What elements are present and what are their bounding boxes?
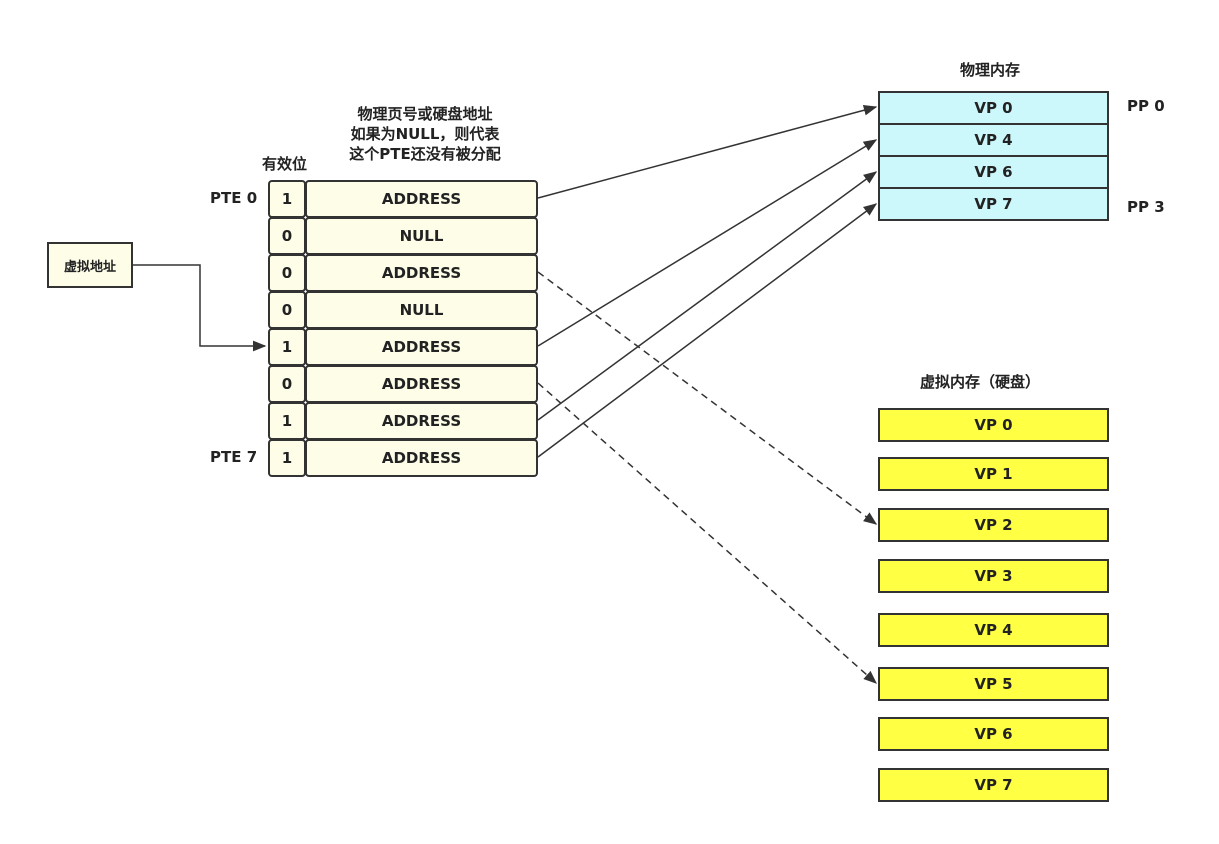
- virtual-address-box: 虚拟地址: [47, 242, 133, 288]
- valid-bit-value: 0: [281, 375, 293, 393]
- pte-valid-bit: 1: [268, 439, 306, 477]
- pte4-to-pp1-arrow: [537, 139, 878, 347]
- pte-entry-value: ADDRESS: [381, 375, 462, 393]
- physical-page: VP 4: [878, 123, 1109, 157]
- pp-label-last: PP 3: [1127, 198, 1165, 216]
- pte-valid-bit: 0: [268, 291, 306, 329]
- pte-entry: ADDRESS: [305, 254, 538, 292]
- pte2-to-disk-vp2-arrow: [537, 271, 878, 525]
- pte-entry: ADDRESS: [305, 439, 538, 477]
- pte-entry-value: NULL: [399, 227, 444, 245]
- valid-bit-value: 0: [281, 227, 293, 245]
- disk-page-label: VP 2: [974, 516, 1013, 534]
- pte-entry-value: ADDRESS: [381, 264, 462, 282]
- physical-page: VP 7: [878, 187, 1109, 221]
- pte-valid-bit: 0: [268, 254, 306, 292]
- pte-entry: NULL: [305, 291, 538, 329]
- pte7-to-pp3-arrow: [537, 203, 878, 458]
- disk-page: VP 6: [878, 717, 1109, 751]
- physical-page-label: VP 0: [974, 99, 1013, 117]
- pte-valid-bit: 0: [268, 217, 306, 255]
- pte-label-last: PTE 7: [210, 448, 258, 466]
- physical-page: VP 0: [878, 91, 1109, 125]
- valid-bit-value: 1: [281, 449, 293, 467]
- disk-page-label: VP 1: [974, 465, 1013, 483]
- valid-bit-header: 有效位: [262, 155, 308, 173]
- pte-valid-bit: 1: [268, 328, 306, 366]
- pte-entry-value: ADDRESS: [381, 412, 462, 430]
- valid-bit-value: 1: [281, 412, 293, 430]
- pte-entry: ADDRESS: [305, 180, 538, 218]
- physical-page: VP 6: [878, 155, 1109, 189]
- disk-page-label: VP 5: [974, 675, 1013, 693]
- pte6-to-pp2-arrow: [537, 171, 878, 421]
- pte-entry-value: ADDRESS: [381, 449, 462, 467]
- virtual-address-label: 虚拟地址: [63, 259, 116, 275]
- va-to-pte-arrow: [133, 264, 267, 352]
- disk-page-label: VP 4: [974, 621, 1013, 639]
- pte-label-first: PTE 0: [210, 189, 258, 207]
- disk-page-label: VP 3: [974, 567, 1013, 585]
- disk-page: VP 5: [878, 667, 1109, 701]
- disk-page: VP 0: [878, 408, 1109, 442]
- disk-page-label: VP 0: [974, 416, 1013, 434]
- physical-memory-title: 物理内存: [960, 61, 1021, 79]
- disk-page: VP 4: [878, 613, 1109, 647]
- disk-page: VP 7: [878, 768, 1109, 802]
- ppn-note-line: 如果为NULL，则代表: [350, 125, 500, 143]
- pte-entry: ADDRESS: [305, 365, 538, 403]
- pte-entry-value: ADDRESS: [381, 338, 462, 356]
- ppn-note-line: 这个PTE还没有被分配: [349, 145, 501, 163]
- ppn-note-line: 物理页号或硬盘地址: [357, 105, 493, 123]
- disk-page: VP 3: [878, 559, 1109, 593]
- valid-bit-value: 1: [281, 338, 293, 356]
- physical-page-label: VP 7: [974, 195, 1013, 213]
- virtual-memory-title: 虚拟内存（硬盘）: [920, 373, 1041, 391]
- pte-entry-value: NULL: [399, 301, 444, 319]
- ppn-note: 物理页号或硬盘地址 如果为NULL，则代表 这个PTE还没有被分配: [330, 104, 520, 164]
- pte-entry: NULL: [305, 217, 538, 255]
- valid-bit-value: 0: [281, 301, 293, 319]
- valid-bit-value: 0: [281, 264, 293, 282]
- pte0-to-pp0-arrow: [537, 104, 878, 199]
- disk-page: VP 2: [878, 508, 1109, 542]
- disk-page-label: VP 7: [974, 776, 1013, 794]
- pte-entry: ADDRESS: [305, 328, 538, 366]
- pte-valid-bit: 1: [268, 402, 306, 440]
- pte-valid-bit: 1: [268, 180, 306, 218]
- valid-bit-value: 1: [281, 190, 293, 208]
- pp-label-first: PP 0: [1127, 97, 1165, 115]
- pte-entry: ADDRESS: [305, 402, 538, 440]
- physical-page-label: VP 6: [974, 163, 1013, 181]
- disk-page-label: VP 6: [974, 725, 1013, 743]
- pte-valid-bit: 0: [268, 365, 306, 403]
- pte-entry-value: ADDRESS: [381, 190, 462, 208]
- pte5-to-disk-vp5-arrow: [537, 382, 878, 684]
- physical-page-label: VP 4: [974, 131, 1013, 149]
- disk-page: VP 1: [878, 457, 1109, 491]
